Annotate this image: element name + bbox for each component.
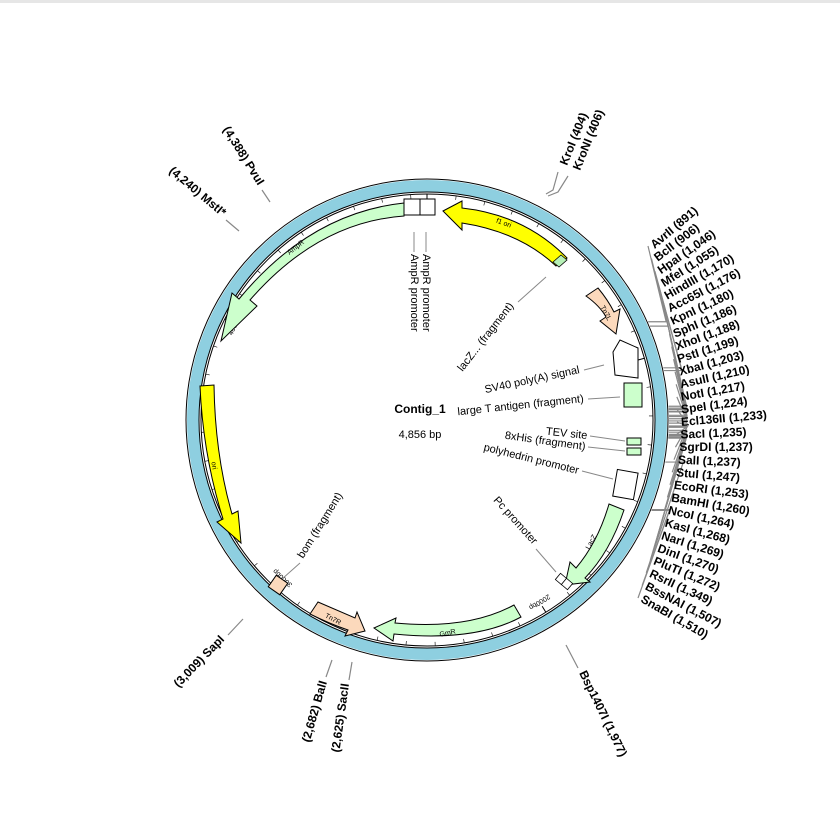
tev-box [626, 437, 642, 446]
site-sapi[interactable]: (3,009) SapI [171, 632, 227, 690]
lacz-fragment-label: lacZ... (fragment) [455, 300, 516, 373]
site-bsp1407i[interactable]: Bsp1407I (1,977) [576, 668, 630, 759]
ruler-tick [637, 357, 645, 361]
ruler-tick [301, 232, 304, 236]
tn7r-arrow [309, 601, 366, 637]
pc-promoter-label: Pc promoter [491, 494, 540, 547]
ruler-tick [491, 632, 493, 637]
site-leader [668, 429, 688, 473]
ruler-tick [277, 249, 281, 254]
pc-promoter-box-2 [560, 577, 574, 591]
plasmid-length: 4,856 bp [399, 429, 442, 441]
ruler-tick [617, 304, 622, 307]
site-msti[interactable]: (4,240) MstI* [166, 164, 229, 220]
site-sacii[interactable]: (2,625) SacII [328, 682, 352, 753]
bom-box [267, 574, 289, 596]
site-leader [645, 461, 685, 574]
ruler-tick [642, 472, 647, 475]
site-label[interactable]: SacI (1,235) [680, 425, 747, 442]
ruler-tick [621, 526, 626, 529]
ruler-tick [254, 563, 258, 567]
tn7l-arrow [585, 287, 621, 335]
his-box [626, 447, 642, 456]
ruler-tick [566, 591, 570, 596]
feature-shapes [199, 198, 643, 642]
ampr-promoter-box-2 [419, 198, 436, 216]
backbone-ring [185, 178, 669, 662]
site-leader [668, 346, 688, 413]
site-leader [668, 396, 688, 422]
site-leader [668, 421, 688, 427]
ruler-tick [582, 258, 586, 262]
ruler-tick [376, 636, 379, 641]
polyhedrin-box [612, 468, 639, 501]
lacz-fragment-arrow [564, 503, 625, 586]
site-leader [668, 426, 688, 460]
ruler-tick [606, 550, 610, 554]
ruler-tick [483, 201, 486, 206]
ruler-tick [633, 500, 638, 503]
ampr-promoter-label-2: AmpR promoter [420, 254, 432, 332]
site-leader [668, 371, 688, 418]
site-leader [668, 431, 688, 486]
site-bali[interactable]: (2,682) BalI [299, 679, 330, 744]
site-leader [637, 509, 671, 599]
ruler-tick [541, 606, 547, 613]
large-t-label: large T antigen (fragment) [457, 393, 584, 418]
gmr-arrow [372, 604, 522, 642]
ruler-tick [205, 373, 210, 376]
ruler-label: 2000bp [527, 592, 551, 610]
bom-label: bom (fragment) [295, 490, 345, 560]
ruler-tick [213, 345, 218, 348]
site-leader [668, 409, 689, 424]
site-leader [649, 437, 688, 561]
gmr-label: GmR [439, 628, 456, 638]
large-t-box [623, 382, 643, 408]
ruler-tick [510, 210, 513, 215]
ruler-tick [560, 239, 564, 244]
ruler-tick [646, 386, 651, 388]
site-leader [657, 283, 683, 372]
ori-label: ori [209, 461, 217, 470]
ruler-tick [630, 330, 635, 333]
ruler-tick [518, 622, 521, 627]
site-leader [668, 384, 688, 420]
ruler-tick [257, 270, 261, 274]
lacz-small-green [552, 254, 568, 268]
ampr-arrow [220, 202, 405, 343]
sv40-box [612, 339, 639, 379]
ampr-promoter-box-1 [403, 198, 421, 216]
site-leader-lines [225, 171, 689, 681]
ruler-tick [326, 217, 329, 222]
ruler-tick [381, 198, 383, 203]
top-edge-bar [0, 0, 840, 3]
sv40-label: SV40 poly(A) signal [484, 364, 581, 396]
plasmid-name: Contig_1 [394, 402, 446, 416]
site-label[interactable]: SgrDI (1,237) [679, 440, 752, 454]
site-pvui[interactable]: (4,388) PvuI [220, 124, 267, 188]
ruler-tick [297, 601, 300, 606]
ori-arrow [199, 384, 242, 545]
ampr-promoter-label-1: AmpR promoter [408, 254, 420, 332]
site-label[interactable]: StuI (1,247) [676, 465, 741, 485]
feature-leader-lines [281, 232, 626, 580]
ruler-tick [353, 206, 356, 211]
ruler-tick [463, 638, 465, 643]
ruler-tick [536, 223, 540, 228]
right-site-labels: AvrII (891)BclI (906)HpaI (1,046)MfeI (1… [639, 204, 768, 642]
tev-label: TEV site [545, 426, 588, 442]
site-label[interactable]: SalI (1,237) [678, 453, 741, 470]
f1-ori-arrow [442, 200, 568, 267]
ruler-tick [601, 280, 606, 284]
site-leader [666, 433, 688, 498]
ruler-tick [455, 195, 457, 200]
